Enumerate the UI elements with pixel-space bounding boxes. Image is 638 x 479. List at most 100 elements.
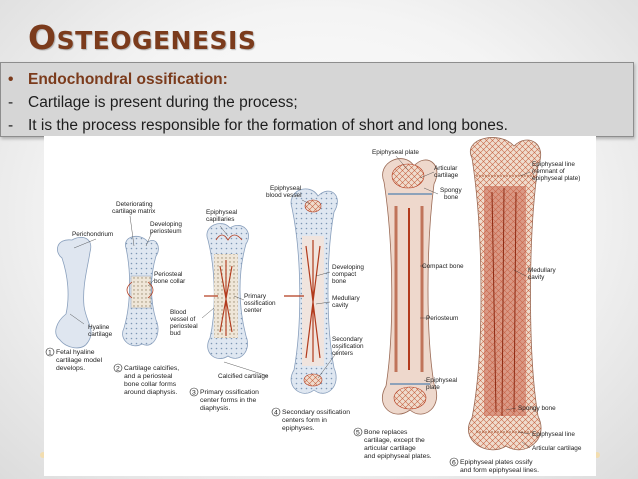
label-epiphyseal-line: Epiphyseal line bbox=[532, 431, 575, 438]
label-primary-3: center bbox=[244, 307, 263, 314]
step-3-line-3: diaphysis. bbox=[200, 405, 230, 412]
label-blood-vessel-4: bud bbox=[170, 330, 181, 337]
step-1-line-1: Fetal hyaline bbox=[56, 349, 95, 356]
bullet-icon: • bbox=[8, 71, 14, 88]
bone-stage-5 bbox=[381, 158, 438, 415]
label-epiphyseal-capillaries-1: Epiphyseal bbox=[206, 209, 237, 216]
step-4: 4 Secondary ossification centers form in… bbox=[271, 407, 350, 432]
label-epiphyseal-plate: Epiphyseal plate bbox=[372, 149, 419, 156]
label-articular-cartilage: Articular cartilage bbox=[532, 445, 582, 452]
point-2-line: -It is the process responsible for the f… bbox=[8, 117, 508, 135]
label-hyaline-1: Hyaline bbox=[88, 324, 110, 331]
slide-title: OSTEOGENESIS bbox=[28, 18, 256, 57]
label-medullary-cavity-1: Medullary bbox=[528, 267, 557, 274]
bullet-heading-line: • Endochondral ossification: bbox=[8, 71, 228, 89]
step-2-line-4: around diaphysis. bbox=[124, 389, 177, 396]
label-blood-vessel-3: periosteal bbox=[170, 323, 198, 330]
step-1-line-2: cartilage model bbox=[56, 357, 103, 364]
label-epiphyseal-bv-1: Epiphyseal bbox=[270, 185, 301, 192]
title-initial: O bbox=[28, 18, 57, 57]
label-spongy-2: bone bbox=[444, 194, 459, 201]
label-deteriorating-2: cartilage matrix bbox=[112, 208, 156, 215]
dash-icon: - bbox=[8, 117, 14, 134]
label-blood-vessel-1: Blood bbox=[170, 309, 187, 316]
label-articular-1: Articular bbox=[434, 165, 458, 172]
label-periosteal-1: Periosteal bbox=[154, 271, 182, 278]
step-4-number: 4 bbox=[274, 410, 278, 417]
label-developing-2: periosteum bbox=[150, 228, 182, 235]
step-2-line-2: and a periosteal bbox=[124, 373, 173, 380]
step-1: 1 Fetal hyaline cartilage model develops… bbox=[45, 347, 103, 372]
step-2: 2 Cartilage calcifies, and a periosteal … bbox=[113, 363, 179, 396]
dash-icon: - bbox=[8, 94, 14, 111]
label-developing-compact-1: Developing bbox=[332, 264, 364, 271]
label-epiphyseal-capillaries-2: capillaries bbox=[206, 216, 234, 223]
decor-dot bbox=[40, 452, 46, 458]
step-2-line-3: bone collar forms bbox=[124, 381, 177, 388]
step-5-line-3: articular cartilage bbox=[364, 445, 416, 452]
ossification-figure: Perichondrium Hyaline cartilage Deterior… bbox=[44, 136, 596, 476]
step-4-line-2: centers form in bbox=[282, 417, 327, 424]
label-developing-1: Developing bbox=[150, 221, 182, 228]
point-1-line: -Cartilage is present during the process… bbox=[8, 94, 298, 112]
label-spongy-1: Spongy bbox=[440, 187, 462, 194]
bone-stage-2 bbox=[122, 235, 159, 347]
bone-stage-4 bbox=[284, 188, 338, 394]
bullet-heading: Endochondral ossification: bbox=[28, 71, 228, 88]
step-6-number: 6 bbox=[452, 460, 456, 467]
label-epiphyseal-line-3: epiphyseal plate) bbox=[532, 175, 580, 182]
step-5-number: 5 bbox=[356, 430, 360, 437]
step-4-line-1: Secondary ossification bbox=[282, 409, 350, 416]
bone-stage-1 bbox=[55, 236, 92, 349]
label-periosteal-2: bone collar bbox=[154, 278, 186, 285]
step-6: 6 Epiphyseal plates ossify and form epip… bbox=[449, 457, 539, 474]
step-3: 3 Primary ossification center forms in t… bbox=[189, 387, 259, 412]
bone-stage-3 bbox=[204, 223, 249, 359]
label-epiphyseal-plate-2b: plate bbox=[426, 384, 440, 391]
label-secondary-1: Secondary bbox=[332, 336, 363, 343]
label-calcified: Calcified cartilage bbox=[218, 373, 269, 380]
step-3-line-1: Primary ossification bbox=[200, 389, 259, 396]
label-secondary-2: ossification bbox=[332, 343, 364, 350]
decor-dot bbox=[594, 452, 600, 458]
label-epiphyseal-plate-2a: Epiphyseal bbox=[426, 377, 457, 384]
label-epiphyseal-line-1: Epiphyseal line bbox=[532, 161, 575, 168]
label-compact-bone: Compact bone bbox=[422, 263, 464, 270]
step-5-line-4: and epiphyseal plates. bbox=[364, 453, 432, 460]
step-1-line-3: develops. bbox=[56, 365, 85, 372]
step-1-number: 1 bbox=[48, 350, 52, 357]
label-medullary-1: Medullary bbox=[332, 295, 361, 302]
point-1: Cartilage is present during the process; bbox=[28, 94, 298, 111]
step-5-line-2: cartilage, except the bbox=[364, 437, 425, 444]
label-epiphyseal-bv-2: blood vessel bbox=[266, 192, 302, 199]
step-2-line-1: Cartilage calcifies, bbox=[124, 365, 179, 372]
point-2: It is the process responsible for the fo… bbox=[28, 117, 508, 134]
step-4-line-3: epiphyses. bbox=[282, 425, 315, 432]
step-5: 5 Bone replaces cartilage, except the ar… bbox=[353, 427, 432, 460]
label-hyaline-2: cartilage bbox=[88, 331, 113, 338]
label-perichondrium: Perichondrium bbox=[72, 231, 113, 238]
label-deteriorating-1: Deteriorating bbox=[116, 201, 153, 208]
label-blood-vessel-2: vessel of bbox=[170, 316, 195, 323]
label-epiphyseal-line-2: (remnant of bbox=[532, 168, 565, 175]
step-3-number: 3 bbox=[192, 390, 196, 397]
label-primary-1: Primary bbox=[244, 293, 267, 300]
label-medullary-2: cavity bbox=[332, 302, 349, 309]
step-6-line-1: Epiphyseal plates ossify bbox=[460, 459, 533, 466]
step-2-number: 2 bbox=[116, 366, 120, 373]
label-developing-compact-2: compact bbox=[332, 271, 356, 278]
bone-stage-6 bbox=[468, 137, 542, 451]
label-medullary-cavity-2: cavity bbox=[528, 274, 545, 281]
step-3-line-2: center forms in the bbox=[200, 397, 257, 404]
step-5-line-1: Bone replaces bbox=[364, 429, 408, 436]
label-spongy-bone: Spongy bone bbox=[518, 405, 556, 412]
label-articular-2: cartilage bbox=[434, 172, 459, 179]
step-6-line-2: and form epiphyseal lines. bbox=[460, 467, 539, 474]
title-rest: STEOGENESIS bbox=[56, 26, 257, 55]
leader-lines bbox=[69, 155, 531, 449]
ossification-diagram: Perichondrium Hyaline cartilage Deterior… bbox=[45, 137, 582, 474]
label-primary-2: ossification bbox=[244, 300, 276, 307]
content-box: • Endochondral ossification: -Cartilage i… bbox=[0, 62, 634, 137]
label-periosteum: Periosteum bbox=[426, 315, 458, 322]
label-secondary-3: centers bbox=[332, 350, 353, 357]
